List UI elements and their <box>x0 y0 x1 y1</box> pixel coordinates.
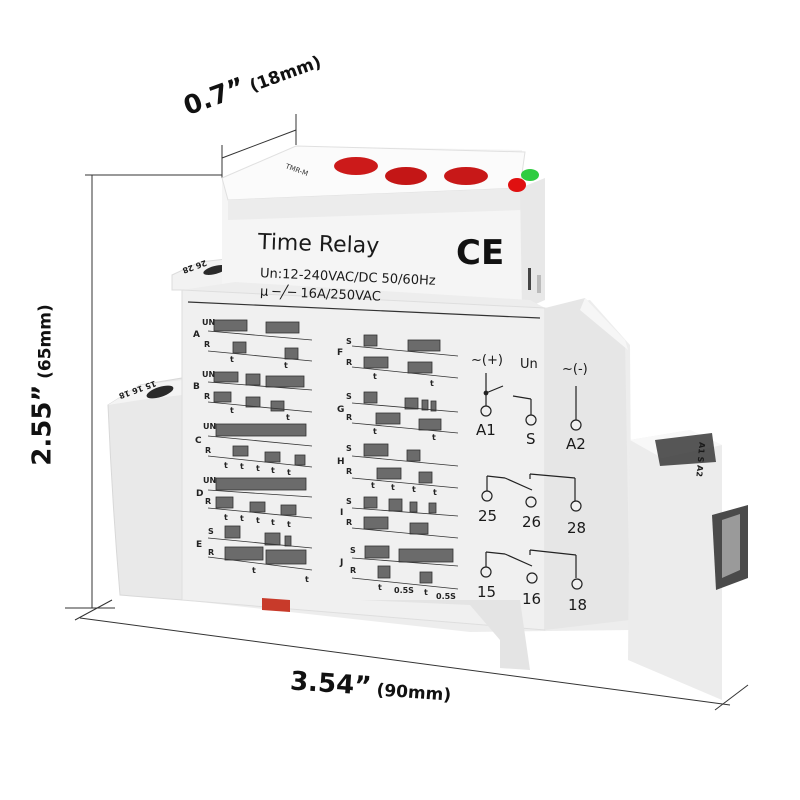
relay-led <box>508 178 526 192</box>
dimension-lines <box>65 114 749 711</box>
mode-letter-j: J <box>340 558 344 568</box>
mode-letter-h: H <box>337 457 345 467</box>
wf-t-label: t <box>271 466 275 475</box>
ce-mark: CE <box>456 233 504 273</box>
supply-un-label: Un <box>520 357 538 372</box>
wf-label: S <box>350 546 356 555</box>
wf-t-label: t <box>287 520 291 529</box>
wf-t-label: t <box>230 355 234 364</box>
height-inch: 2.55” <box>27 384 58 466</box>
wf-t-label: t <box>230 406 234 415</box>
wf-t-label: t <box>271 518 275 527</box>
wf-label: UN <box>202 318 216 327</box>
mode-letter-g: G <box>337 405 345 415</box>
wf-t-label: t <box>432 433 436 442</box>
wf-label: S <box>346 392 352 401</box>
supply-plus-label: ~(+) <box>471 353 503 368</box>
height-mm: (65mm) <box>35 304 56 379</box>
wf-label: R <box>346 467 353 476</box>
depth-mm: (90mm) <box>375 680 452 706</box>
mode-letter-d: D <box>196 489 204 499</box>
terminal-28: 28 <box>567 519 587 537</box>
mode-letter-a: A <box>193 330 200 340</box>
wf-label: R <box>205 446 212 455</box>
height-dimension-label: 2.55” (65mm) <box>28 304 58 465</box>
contact-symbol: μ <box>259 284 269 300</box>
mode-letter-b: B <box>193 382 200 392</box>
wf-t-label: t <box>371 481 375 490</box>
depth-inch: 3.54” <box>289 666 373 702</box>
wf-label: R <box>205 497 212 506</box>
wf-label: S <box>346 337 352 346</box>
wf-t-label: 0.5S <box>394 586 414 595</box>
wf-t-label: t <box>240 462 244 471</box>
knobs <box>334 157 488 185</box>
timing-waveforms <box>213 319 307 565</box>
wf-t-label: t <box>305 575 309 584</box>
wf-label: UN <box>203 476 217 485</box>
terminal-26: 26 <box>522 513 542 531</box>
wf-t-label: t <box>412 485 416 494</box>
terminal-18: 18 <box>568 596 588 614</box>
terminal-16: 16 <box>522 590 542 608</box>
wf-t-label: t <box>391 483 395 492</box>
terminal-15: 15 <box>477 583 497 601</box>
wf-t-label: t <box>252 566 256 575</box>
wf-t-label: t <box>284 361 288 370</box>
wf-t-label: t <box>378 583 382 592</box>
wf-t-label: t <box>256 464 260 473</box>
wf-label: R <box>208 548 215 557</box>
supply-minus-label: ~(-) <box>562 362 588 377</box>
wf-t-label: t <box>286 413 290 422</box>
wf-t-label: t <box>224 461 228 470</box>
power-led <box>521 169 539 181</box>
wf-t-label: 0.5S <box>436 592 456 601</box>
wiring-diagram <box>480 373 583 590</box>
wf-t-label: t <box>430 379 434 388</box>
product-title: Time Relay <box>257 229 380 260</box>
wf-t-label: t <box>256 516 260 525</box>
wf-label: R <box>346 358 353 367</box>
wf-label: UN <box>202 370 216 379</box>
wf-t-label: t <box>373 372 377 381</box>
terminal-s: S <box>526 430 536 448</box>
terminal-a1: A1 <box>476 421 496 439</box>
wf-label: R <box>346 413 353 422</box>
wf-label: S <box>346 444 352 453</box>
wf-label: S <box>208 527 214 536</box>
mode-letter-c: C <box>195 436 202 446</box>
mode-letter-i: I <box>340 508 344 518</box>
terminal-a2: A2 <box>566 435 586 453</box>
wf-label: R <box>350 566 357 575</box>
contact-switch-icon: ─╱─ <box>272 284 297 301</box>
wf-label: S <box>346 497 352 506</box>
wf-t-label: t <box>424 588 428 597</box>
wf-t-label: t <box>287 468 291 477</box>
wf-t-label: t <box>240 514 244 523</box>
wf-t-label: t <box>433 488 437 497</box>
wf-label: UN <box>203 422 217 431</box>
mode-letter-f: F <box>337 348 344 358</box>
terminal-25: 25 <box>478 507 498 525</box>
mode-letter-e: E <box>196 540 203 550</box>
wf-t-label: t <box>224 513 228 522</box>
wf-t-label: t <box>373 427 377 436</box>
wf-label: R <box>346 518 353 527</box>
wf-label: R <box>204 340 211 349</box>
wf-label: R <box>204 392 211 401</box>
